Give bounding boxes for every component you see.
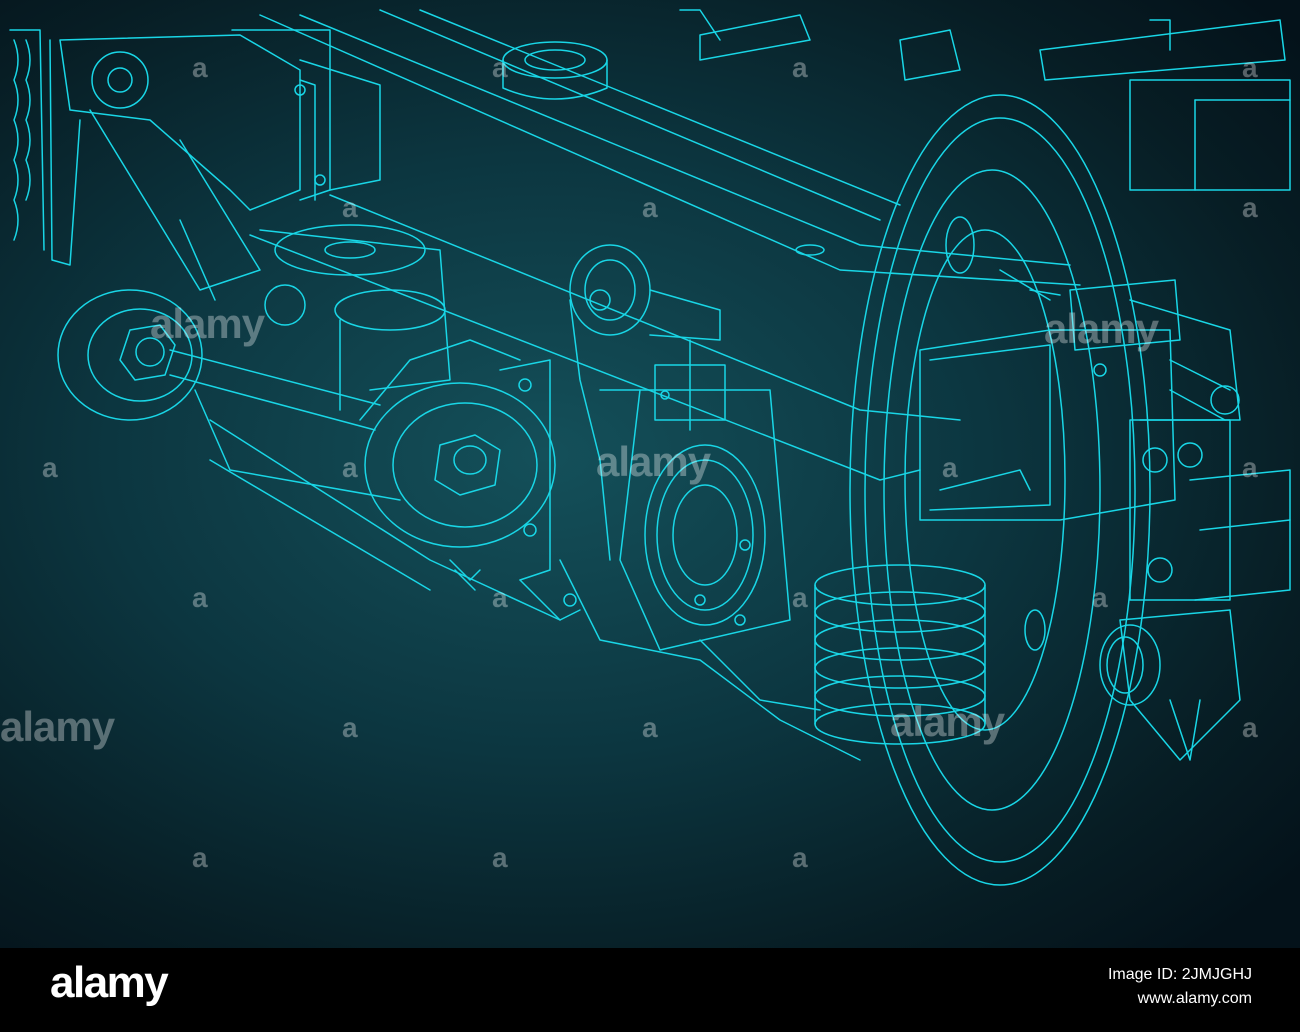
left-lever-arm <box>49 29 381 301</box>
axle-end <box>999 269 1240 421</box>
footer-bar <box>0 948 1300 1032</box>
left-edge-spring <box>9 29 45 251</box>
site-url: www.alamy.com <box>1137 990 1252 1007</box>
blueprint-area: alamy alamy alamy alamy alamy a a a a a … <box>0 0 1300 948</box>
top-right-structure <box>699 14 1291 191</box>
axle-box <box>919 279 1241 521</box>
right-wheel <box>849 94 1151 886</box>
bolster-block <box>194 224 561 621</box>
footer-logo: alamy <box>50 958 169 1007</box>
image-id-label: Image ID: 2JMJGHJ <box>1107 966 1252 983</box>
main-frame-beam <box>249 9 1081 481</box>
lower-suspension-arm <box>449 559 861 761</box>
coil-spring <box>814 564 986 745</box>
lower-right-link <box>1099 609 1241 761</box>
top-cylinder <box>502 41 608 100</box>
brake-disc <box>619 389 791 651</box>
left-bushing <box>57 289 381 431</box>
brake-actuator <box>569 244 726 561</box>
right-bracket <box>1129 419 1291 601</box>
center-bushing <box>359 339 556 581</box>
bogie-blueprint-drawing <box>9 9 1291 886</box>
